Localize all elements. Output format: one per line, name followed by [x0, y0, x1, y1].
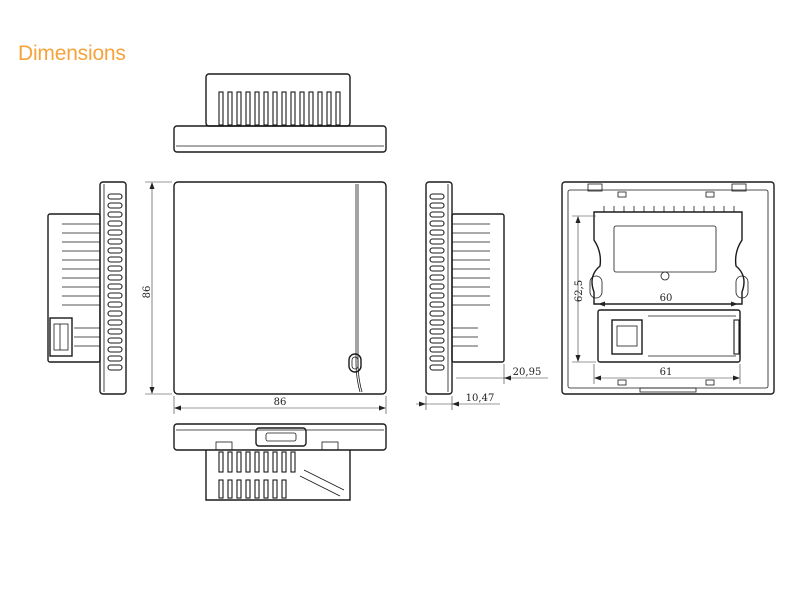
front-height-dimension: 86 [142, 181, 172, 395]
dim-depth-total: 20,95 [513, 367, 542, 378]
page-title: Dimensions [18, 42, 126, 65]
rear-view-mount-plate [591, 211, 745, 305]
bottom-view-vents [218, 451, 296, 499]
right-view-slots [429, 193, 445, 371]
left-side-view [47, 181, 127, 395]
right-side-view: 20,95 10,47 [416, 181, 548, 410]
depth-dimension-body: 10,47 [416, 393, 500, 410]
rear-width-lower-dimension: 61 [593, 364, 741, 384]
front-width-dimension: 86 [173, 396, 387, 414]
dim-depth-body: 10,47 [466, 393, 495, 404]
screw-hole-left [589, 275, 603, 299]
rear-view-mount-ribs [603, 206, 735, 212]
rear-view-top-tabs [587, 183, 747, 198]
screw-hole-right [735, 275, 749, 299]
ethernet-port-side [49, 317, 73, 357]
ethernet-port-rear [611, 319, 643, 355]
right-view-fins [452, 223, 490, 347]
led-indicator [348, 353, 362, 373]
rear-view-bottom-tabs [617, 379, 715, 393]
dim-rear-width-upper: 60 [660, 293, 673, 304]
top-view-vents [218, 91, 341, 126]
front-view: 86 86 [142, 181, 387, 414]
rear-view-faceplate [561, 181, 775, 395]
bottom-view-faceplate [173, 423, 387, 451]
dim-rear-height: 62,5 [574, 280, 585, 302]
dim-front-height: 86 [142, 286, 153, 299]
dim-rear-width-lower: 61 [660, 367, 673, 378]
rear-view-label-window [613, 225, 717, 273]
left-view-faceplate [99, 181, 127, 395]
bottom-view [173, 423, 387, 501]
front-view-faceplate [173, 181, 387, 395]
right-view-body [451, 213, 505, 363]
left-view-slots [107, 193, 123, 371]
rear-view-lower-module [597, 309, 741, 363]
rear-view-lower-ribs [648, 315, 740, 357]
bottom-view-clip [255, 427, 307, 447]
top-view-faceplate [173, 125, 387, 153]
rear-width-upper-dimension: 60 [598, 293, 738, 307]
rear-height-dimension: 62,5 [572, 215, 596, 363]
left-view-fins [62, 223, 100, 347]
dim-front-width: 86 [274, 397, 287, 408]
depth-dimension-total: 20,95 [456, 364, 548, 384]
left-view-body [47, 213, 101, 363]
rear-view: 62,5 60 61 [561, 181, 775, 395]
top-view [173, 73, 387, 153]
bottom-view-body [205, 450, 351, 501]
